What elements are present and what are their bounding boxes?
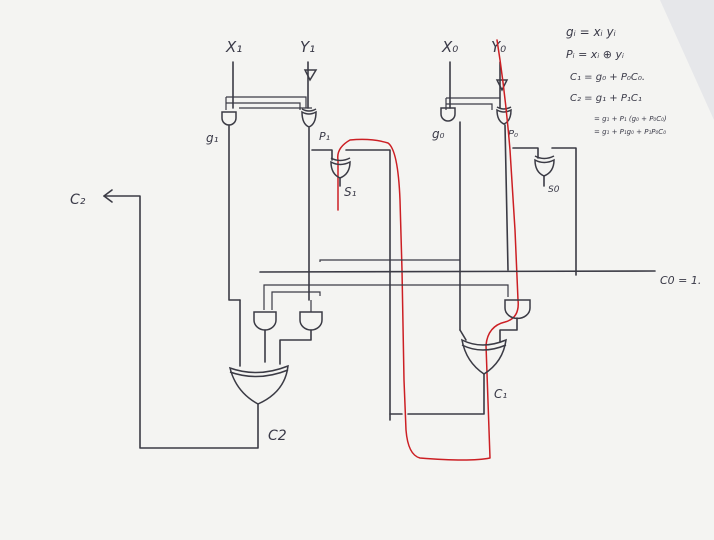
red-wire-y0 (337, 39, 519, 461)
label-c0: C0 = 1. (660, 274, 701, 287)
equation-c1: C₁ = g₀ + P₀C₀. (570, 72, 645, 83)
xor-gate-p1 (301, 110, 317, 128)
label-s0: S0 (548, 185, 560, 195)
label-c2-output: C₂ (70, 192, 86, 208)
xor-gate-s1 (311, 149, 391, 421)
label-p0: P₀ (508, 129, 518, 140)
label-y1: Y₁ (300, 38, 315, 56)
bit0-inputs (440, 61, 512, 125)
equation-gi: gᵢ = xᵢ yᵢ (566, 25, 616, 39)
equation-c2: C₂ = g₁ + P₁C₁ (570, 93, 642, 104)
and-gate-g0 (440, 107, 456, 122)
wire-g1 (228, 124, 241, 301)
and-gate-p1g0 (253, 311, 277, 331)
bit1-inputs (221, 61, 318, 128)
equation-c2-expand1: = g₁ + P₁ (g₀ + P₀C₀) (594, 115, 667, 123)
xor-gate-s0 (512, 147, 577, 276)
label-s1: S₁ (344, 185, 357, 199)
and-gate-p0c0 (504, 299, 531, 320)
or-gate-c2 (103, 189, 312, 449)
label-g0: g₀ (432, 127, 445, 141)
label-p1: P₁ (319, 130, 330, 143)
equation-c2-expand2: = g₁ + P₁g₀ + P₁P₀C₀ (594, 128, 666, 136)
wire-c0 (259, 270, 656, 273)
wire-p0 (504, 124, 509, 271)
label-c1: C₁ (494, 387, 507, 401)
equation-pi: Pᵢ = xᵢ ⊕ yᵢ (566, 48, 624, 61)
label-c2-gate: C2 (268, 428, 287, 444)
equations-block: gᵢ = xᵢ yᵢ Pᵢ = xᵢ ⊕ yᵢ C₁ = g₀ + P₀C₀. … (566, 25, 667, 136)
label-x0: X₀ (441, 38, 458, 56)
xor-gate-p0 (496, 108, 512, 125)
and-gate-p1p0c0 (299, 300, 323, 331)
label-x1: X₁ (225, 38, 242, 56)
or-gate-c1 (407, 317, 518, 415)
and-gate-g1 (221, 111, 237, 126)
label-g1: g₁ (206, 131, 219, 145)
